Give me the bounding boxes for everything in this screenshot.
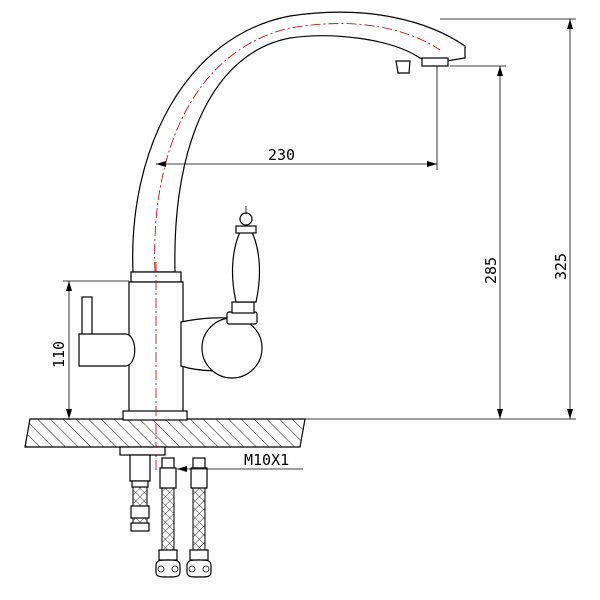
mixer-handle (180, 206, 263, 379)
hose-right (186, 457, 212, 578)
dimension-label-285: 285 (482, 257, 500, 284)
countertop (24, 418, 306, 448)
dimension-spout-reach: 230 (156, 66, 438, 170)
left-handle (78, 296, 136, 367)
thread-label: M10X1 (244, 451, 289, 469)
dimension-handle-height: 110 (50, 280, 129, 419)
dimension-label-110: 110 (50, 341, 68, 368)
spout (132, 11, 466, 273)
mounting-fittings (119, 446, 166, 532)
thread-callout: M10X1 (177, 451, 303, 472)
dimension-label-325: 325 (552, 253, 570, 280)
hose-left (155, 457, 181, 578)
dimension-label-230: 230 (268, 146, 295, 164)
dimension-total-height: 325 (305, 18, 576, 420)
dimension-spout-height: 285 (450, 65, 506, 419)
